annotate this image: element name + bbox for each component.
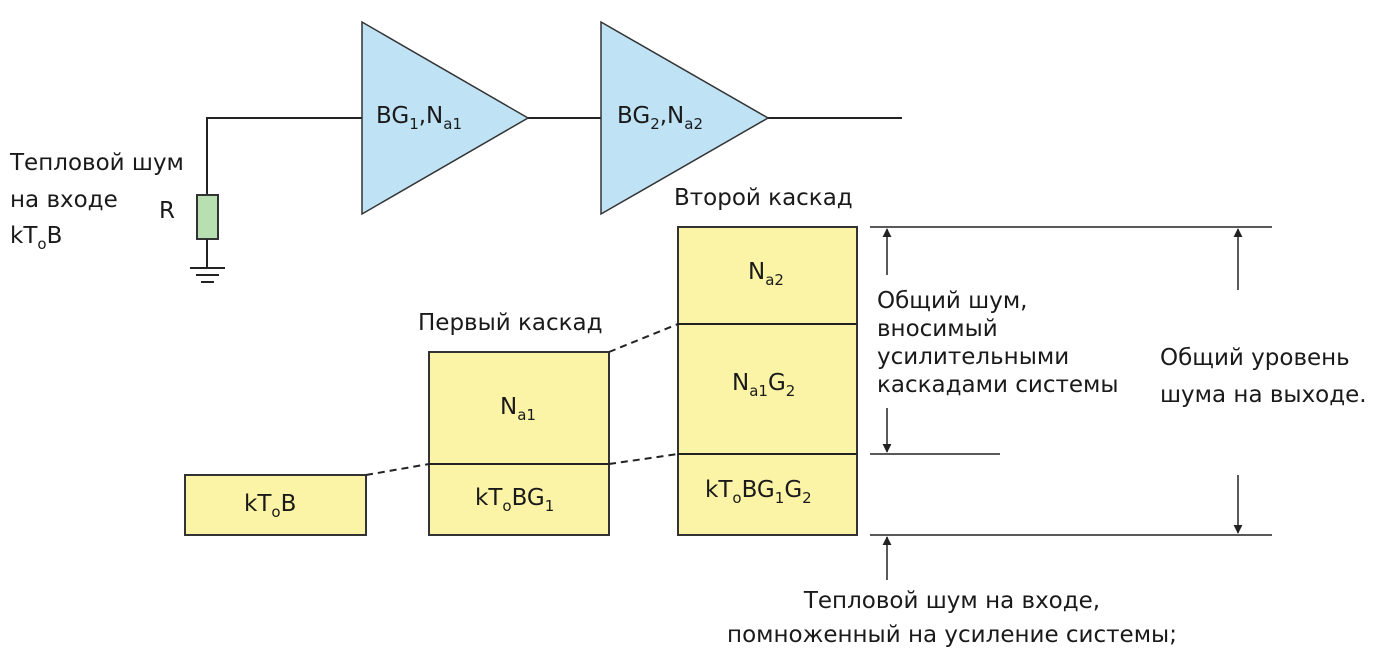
input-noise-box (184, 474, 367, 536)
amplifier-1-icon (361, 20, 530, 216)
stage-2-label: Второй каскад (674, 185, 853, 211)
resistor (196, 194, 219, 240)
svg-text:шума на выходе.: шума на выходе. (1160, 382, 1367, 408)
svg-text:вносимый: вносимый (877, 316, 998, 342)
amplifier-1-label: BG1,Na1 (376, 103, 462, 133)
ground-icon (190, 267, 225, 283)
input-noise-box-label: kToB (244, 491, 296, 521)
stage-1-amp-noise: Na1 (500, 394, 536, 424)
svg-text:Общий шум,: Общий шум, (877, 288, 1027, 314)
svg-text:kToB: kToB (10, 223, 62, 253)
input-gain-label: Тепловой шум на входе, помноженный на ус… (727, 588, 1177, 648)
svg-text:помноженный на усиление систем: помноженный на усиление системы; (727, 622, 1177, 648)
svg-text:усилительными: усилительными (877, 344, 1069, 370)
amplifier-2-icon (600, 20, 770, 216)
input-wire (206, 117, 362, 195)
circuit: R BG1,Na1 BG2,Na2 Тепловой шум на входе … (9, 20, 902, 283)
amplifier-2-label: BG2,Na2 (617, 103, 703, 133)
total-output-label: Общий уровень шума на выходе. (1160, 345, 1367, 408)
connector-input-to-stage1 (365, 463, 430, 476)
resistor-label: R (159, 198, 175, 224)
stage-2-input-noise: kToBG1G2 (705, 477, 812, 507)
stage-2-amp-noise: Na2 (748, 259, 784, 289)
connector-stage1-top-to-stage2 (608, 323, 679, 353)
svg-text:каскадами системы: каскадами системы (877, 372, 1119, 398)
svg-text:Тепловой шум: Тепловой шум (9, 150, 184, 176)
svg-text:на входе: на входе (10, 187, 118, 213)
stage-1-input-noise: kToBG1 (475, 485, 554, 515)
svg-text:Тепловой шум на входе,: Тепловой шум на входе, (803, 588, 1100, 614)
stage-2-box (677, 226, 858, 536)
svg-text:Общий уровень: Общий уровень (1160, 345, 1350, 371)
stage-1-box (428, 351, 610, 536)
input-noise-label: Тепловой шум на входе kToB (9, 150, 184, 253)
amp-noise-label: Общий шум, вносимый усилительными каскад… (877, 288, 1119, 398)
connector-stage1-bottom-to-stage2 (608, 453, 679, 465)
stage-2-stage1-noise: Na1G2 (732, 370, 795, 400)
stage-1-label: Первый каскад (418, 310, 603, 336)
